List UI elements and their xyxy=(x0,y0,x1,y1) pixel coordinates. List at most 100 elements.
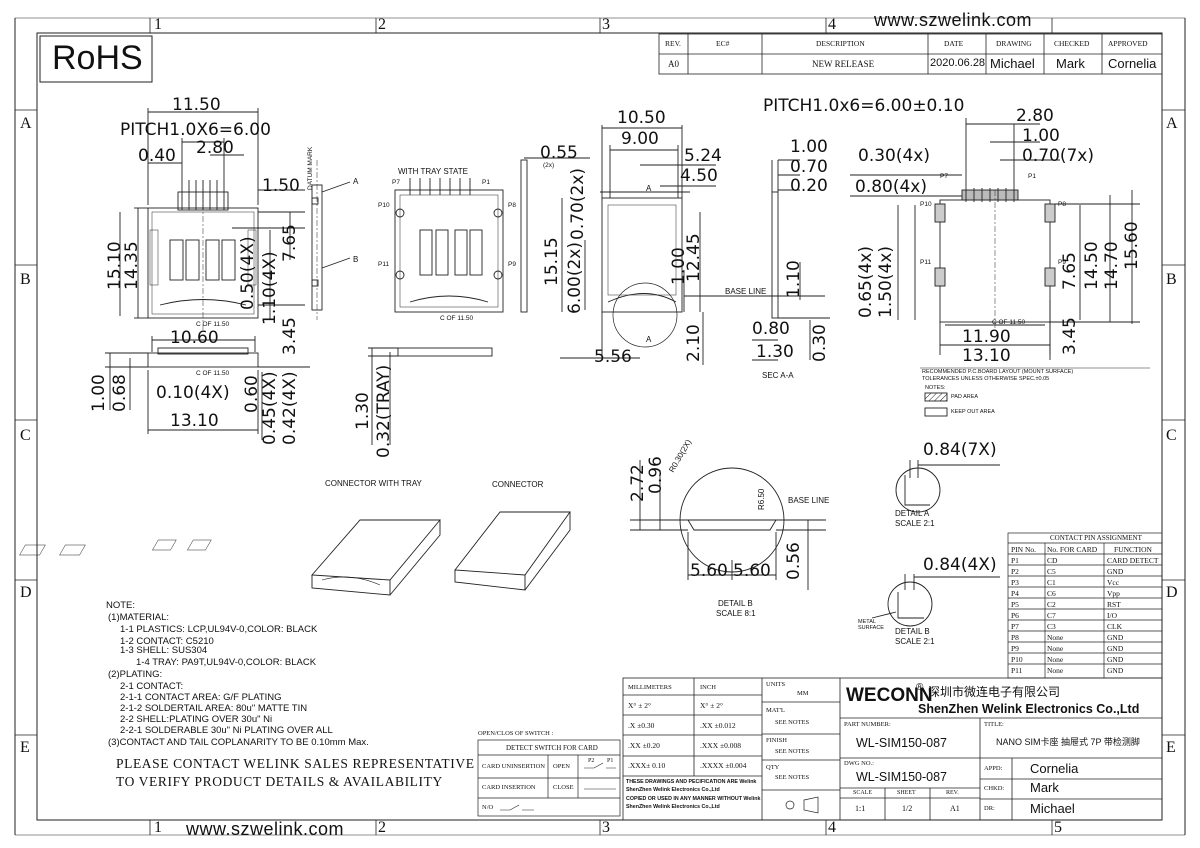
brand-logo: WECONN xyxy=(846,685,933,706)
detail-b-2 xyxy=(871,574,1000,627)
pin-table-cell: None xyxy=(1047,633,1064,642)
zone-col-3-bottom: 3 xyxy=(602,819,610,836)
pin-table-cell: P2 xyxy=(1011,567,1019,576)
zone-col-1-top: 1 xyxy=(154,16,162,33)
pin-table-cell: P7 xyxy=(1011,622,1019,631)
legal-2: ShenZhen Welink Electronics Co.,Ltd xyxy=(626,787,720,793)
switch-row-3-label: N/O xyxy=(482,804,494,811)
dim-11-50: 11.50 xyxy=(172,95,221,115)
pin-table-cell: CD xyxy=(1047,556,1058,565)
iso-connector-with-tray xyxy=(19,519,441,596)
label-c-of-11-50-1: C OF 11.50 xyxy=(196,321,230,328)
rohs-box xyxy=(39,35,153,83)
finish-label: FINISH xyxy=(766,737,787,744)
rev-header-date: DATE xyxy=(944,39,964,48)
pin-table-cell: CLK xyxy=(1107,622,1122,631)
dim-1-30: 1.30 xyxy=(353,392,373,430)
section-aa xyxy=(752,159,830,361)
label-tolerances: TOLERANCES UNLESS OTHERWISE SPEC.±0.05 xyxy=(922,376,1050,382)
dim-3-45-pcb: 3.45 xyxy=(1060,317,1080,355)
dim-r6-50: R6.50 xyxy=(757,488,766,510)
rev-description: NEW RELEASE xyxy=(812,59,875,69)
tol-inch-row-1: X° ± 2° xyxy=(700,701,724,710)
switch-title: OPEN/CLOS OF SWITCH : xyxy=(478,730,554,737)
tol-mm-row-4: .XXX± 0.10 xyxy=(628,761,666,770)
contact-line-1: PLEASE CONTACT WELINK SALES REPRESENTATI… xyxy=(116,756,475,771)
pin-table-cell: P10 xyxy=(1011,655,1023,664)
label-p8-tray: P8 xyxy=(508,202,516,209)
dim-0-80-sec: 0.80 xyxy=(752,319,790,339)
label-base-line-2: BASE LINE xyxy=(788,496,830,505)
pin-table-cell: Vpp xyxy=(1107,589,1120,598)
dim-1-50: 1.50 xyxy=(262,176,300,196)
label-keep-out: KEEP OUT AREA xyxy=(951,409,995,415)
label-p11-tray: P11 xyxy=(378,261,390,268)
zone-row-c-left: C xyxy=(20,427,31,444)
dim-pitch-2: PITCH1.0x6=6.00±0.10 xyxy=(763,96,965,116)
dim-0-84-4x: 0.84(4X) xyxy=(923,555,997,575)
dim-5-56: 5.56 xyxy=(594,347,632,367)
note-line-8: 2-1-1 CONTACT AREA: G/F PLATING xyxy=(120,692,282,703)
tol-mm-row-1: X° ± 2° xyxy=(628,701,652,710)
pin-table-cell: None xyxy=(1047,655,1064,664)
pin-table-cell: C6 xyxy=(1047,589,1056,598)
rev-value-tb: A1 xyxy=(950,804,960,813)
appd-value: Cornelia xyxy=(1030,761,1079,776)
appd-label: APPD: xyxy=(984,765,1003,772)
pin-table-cell: GND xyxy=(1107,666,1124,675)
zone-row-a-left: A xyxy=(20,115,32,132)
dim-1-10-4x: 1.10(4X) xyxy=(260,251,280,325)
label-p9-tray: P9 xyxy=(508,261,516,268)
zone-row-a-right: A xyxy=(1166,115,1178,132)
pin-table-cell: C5 xyxy=(1047,567,1056,576)
label-c-of-11-50-3: C OF 11.50 xyxy=(440,315,474,322)
dim-7-65: 7.65 xyxy=(280,224,300,262)
detail-a-2 xyxy=(895,460,1000,513)
material-value: SEE NOTES xyxy=(775,719,810,726)
title-value: NANO SIM卡座 抽屉式 7P 带检测脚 xyxy=(996,737,1140,747)
note-line-11: 2-2-1 SOLDERABLE 30u" Ni PLATING OVER AL… xyxy=(120,725,333,736)
pin-table-cell: P3 xyxy=(1011,578,1019,587)
label-p1-tray: P1 xyxy=(482,179,490,186)
dim-1-00: 1.00 xyxy=(89,374,109,412)
label-detail-a: DETAIL A xyxy=(895,509,930,518)
label-a-datum: A xyxy=(353,177,359,186)
zone-row-e-left: E xyxy=(20,739,30,756)
label-c-of-11-50-2: C OF 11.50 xyxy=(196,370,230,377)
top-view xyxy=(119,108,305,330)
pin-table-cell: None xyxy=(1047,644,1064,653)
legal-1: THESE DRAWINGS AND PECIFICATION ARE Weli… xyxy=(626,779,757,785)
dim-1-00-sec: 1.00 xyxy=(790,137,828,157)
tray-state-view xyxy=(368,178,504,445)
zone-col-4-bottom: 4 xyxy=(828,819,836,836)
rev-header-ec: EC# xyxy=(716,39,730,48)
dim-0-32-tray: 0.32(TRAY) xyxy=(374,364,394,458)
note-line-6: (2)PLATING: xyxy=(108,669,163,680)
rev-drawing: Michael xyxy=(990,56,1035,71)
dim-11-90: 11.90 xyxy=(962,327,1011,347)
qty-label: QTY xyxy=(766,764,780,771)
dim-0-65-4x: 0.65(4x) xyxy=(856,246,876,318)
dim-5-60-left: 5.60 xyxy=(690,561,728,581)
note-line-3: 1-2 CONTACT: C5210 xyxy=(120,636,214,647)
label-pad-area: PAD AREA xyxy=(951,394,979,400)
dim-14-50: 14.50 xyxy=(1082,241,1102,290)
note-line-12: (3)CONTACT AND TAIL COPLANARITY TO BE 0.… xyxy=(108,737,369,748)
label-with-tray-state: WITH TRAY STATE xyxy=(398,167,468,176)
note-line-10: 2-2 SHELL:PLATING OVER 30u" Ni xyxy=(120,714,273,725)
pcb-layout xyxy=(850,118,1150,417)
dim-0-30-4x: 0.30(4x) xyxy=(858,146,930,166)
label-scale-2-1-a: SCALE 2:1 xyxy=(895,519,935,528)
tol-header-inch: INCH xyxy=(700,684,716,691)
website-top[interactable]: www.szwelink.com xyxy=(874,10,1033,30)
pin-table-cell: P6 xyxy=(1011,611,1019,620)
company-en: ShenZhen Welink Electronics Co.,Ltd xyxy=(918,702,1140,716)
dim-10-50: 10.50 xyxy=(617,108,666,128)
pin-table-cell: GND xyxy=(1107,644,1124,653)
brand-reg: ® xyxy=(916,682,924,693)
label-section-a-bottom: A xyxy=(646,335,652,344)
website-bottom[interactable]: www.szwelink.com xyxy=(186,819,345,839)
dim-0-70-7x: 0.70(7x) xyxy=(1022,146,1094,166)
rev-date: 2020.06.28 xyxy=(930,57,986,69)
